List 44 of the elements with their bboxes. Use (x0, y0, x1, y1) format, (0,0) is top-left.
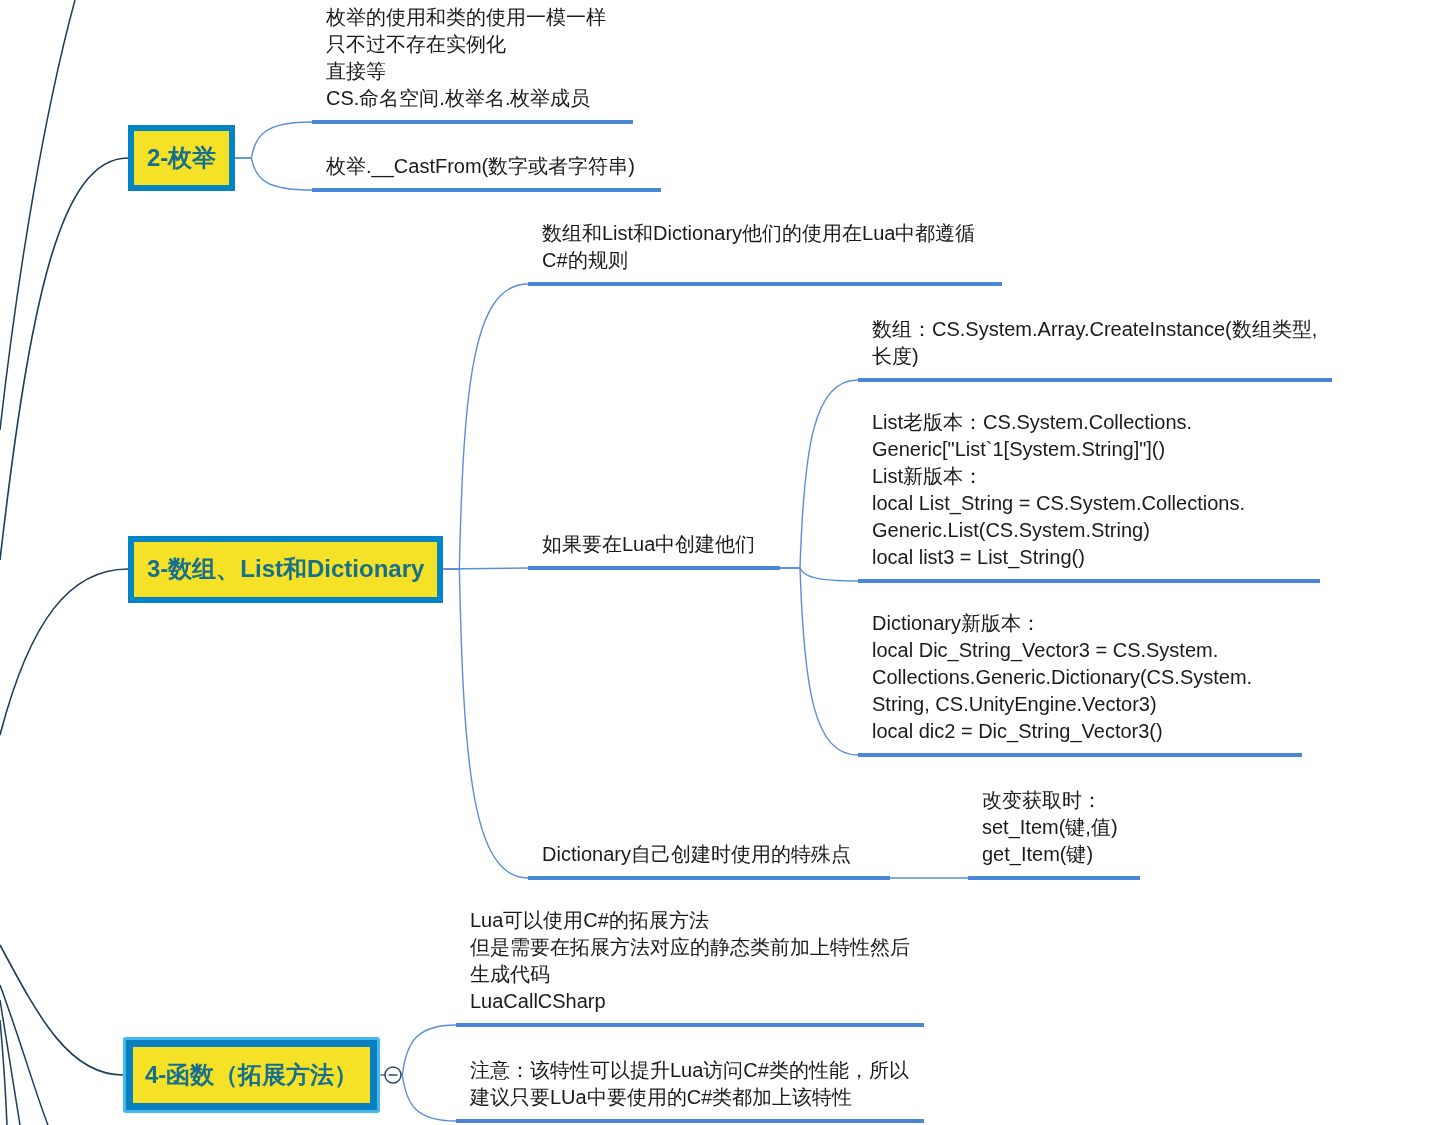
subtopic (528, 220, 1002, 286)
connector-line (234, 157, 313, 191)
subtopic (456, 1057, 924, 1123)
connector-line (0, 944, 124, 1076)
connector-line (0, 568, 129, 736)
topic-text: 数组和List和Dictionary他们的使用在Lua中都遵循C#的规则 (542, 221, 977, 273)
subtopic (858, 409, 1320, 583)
topic-text: CS.命名空间.枚举名.枚举成员 (326, 86, 592, 111)
topic-text: local List_String = CS.System.Collections.Generic.List(CS.System.String) (872, 491, 1246, 543)
topic-text: 枚举.__CastFrom(数字或者字符串) (326, 154, 636, 180)
topic-text: 数组：CS.System.Array.CreateInstance(数组类型,长度) (872, 317, 1318, 369)
topic-box: 3-数组、List和Dictionary (128, 535, 444, 603)
topic-box: 4-函数（拓展方法） (123, 1037, 381, 1113)
subtopic (528, 841, 890, 880)
topic-text: LuaCallCSharp (470, 989, 607, 1014)
subtopic (312, 153, 661, 192)
topic-text: 但是需要在拓展方法对应的静态类前加上特性然后生成代码 (470, 935, 910, 987)
topic-text: local dic2 = Dic_String_Vector3() (872, 719, 1164, 745)
topic-text: 改变获取时： (982, 788, 1103, 813)
topic-box: 2-枚举 (128, 125, 236, 191)
topic-text: 只不过不存在实例化 (326, 32, 507, 57)
topic-text: List老版本：CS.System.Collections.Generic["List`1[System.String]"]() (872, 410, 1194, 462)
connector-line (0, 157, 129, 561)
connector-line (889, 877, 969, 879)
topic-text: get_Item(键) (982, 842, 1095, 868)
subtopic (858, 610, 1302, 757)
topic-text: Dictionary自己创建时使用的特殊点 (542, 842, 852, 867)
subtopic (528, 531, 780, 570)
topic-text: 枚举的使用和类的使用一模一样 (326, 5, 607, 30)
topic-text: local Dic_String_Vector3 = CS.System.Collections.Generic.Dictionary(CS.System.String, CS.UnityEngine.Vector3) (872, 638, 1254, 717)
topic-text: List新版本： (872, 464, 985, 489)
topic-text: 直接等 (326, 59, 387, 84)
subtopic (312, 4, 633, 124)
subtopic (858, 316, 1332, 382)
subtopic (456, 907, 924, 1027)
topic-text: Lua可以使用C#的拓展方法 (470, 908, 710, 933)
topic-text: Dictionary新版本： (872, 611, 1042, 636)
connector-line (442, 568, 529, 879)
connector-line (779, 567, 859, 756)
topic-text: 注意：该特性可以提升Lua访问C#类的性能，所以建议只要LUa中要使用的C#类都加上该特性 (470, 1058, 910, 1110)
topic-text: local list3 = List_String() (872, 545, 1086, 571)
subtopic (968, 787, 1140, 880)
topic-text: 如果要在Lua中创建他们 (542, 532, 757, 557)
topic-text: set_Item(键,值) (982, 815, 1119, 841)
